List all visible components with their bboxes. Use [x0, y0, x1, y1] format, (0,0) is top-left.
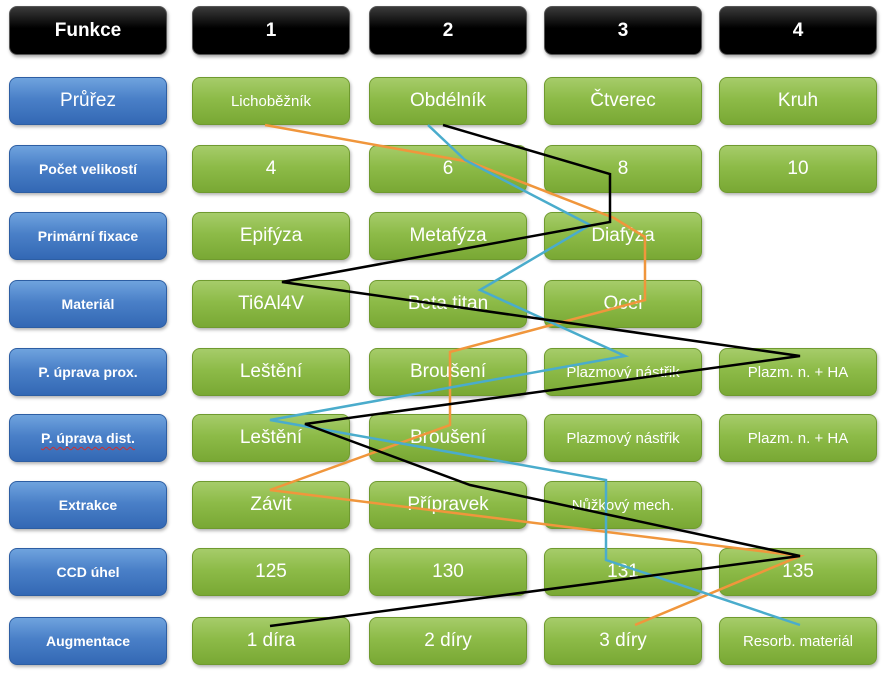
- option-text: Ti6Al4V: [238, 293, 304, 314]
- row-label-text: P. úprava prox.: [38, 364, 138, 380]
- option-text: Epifýza: [239, 225, 303, 246]
- option-text: Přípravek: [407, 494, 489, 515]
- row-label-extraction: Extrakce: [9, 481, 167, 529]
- option-text: Obdélník: [409, 90, 487, 111]
- option-text: 131: [607, 561, 639, 582]
- row-label-ccd-angle: CCD úhel: [9, 548, 167, 596]
- row-label-material: Materiál: [9, 280, 167, 328]
- row-label-text: Extrakce: [58, 497, 118, 513]
- header-column-1: 1: [192, 6, 350, 55]
- option-cell: Resorb. materiál: [719, 617, 877, 665]
- option-text: 4: [265, 158, 277, 179]
- option-cell: 125: [192, 548, 350, 596]
- option-cell: Přípravek: [369, 481, 527, 529]
- row-label-text: Augmentace: [45, 633, 131, 649]
- option-cell: 1 díra: [192, 617, 350, 665]
- option-text: Leštění: [239, 361, 303, 382]
- option-cell: 3 díry: [544, 617, 702, 665]
- option-text: 6: [442, 158, 454, 179]
- option-text: Leštění: [239, 427, 303, 448]
- option-text: Resorb. materiál: [742, 632, 854, 650]
- option-text: 8: [617, 158, 629, 179]
- option-cell: 2 díry: [369, 617, 527, 665]
- header-column-label: 2: [442, 19, 454, 41]
- option-cell: Epifýza: [192, 212, 350, 260]
- option-text: Broušení: [409, 427, 487, 448]
- option-cell: Diafýza: [544, 212, 702, 260]
- option-text: Plazmový nástřik: [566, 363, 680, 381]
- option-text: 3 díry: [599, 630, 647, 651]
- option-text: Kruh: [777, 90, 819, 111]
- option-cell: Plazm. n. + HA: [719, 414, 877, 462]
- header-function: Funkce: [9, 6, 167, 55]
- option-text: Ocel: [603, 293, 643, 314]
- header-function-label: Funkce: [54, 19, 122, 41]
- option-cell: Plazm. n. + HA: [719, 348, 877, 396]
- option-text: 135: [782, 561, 814, 582]
- option-text: Nůžkový mech.: [571, 496, 675, 514]
- row-label-primary-fixation: Primární fixace: [9, 212, 167, 260]
- option-cell: Leštění: [192, 414, 350, 462]
- option-cell: 135: [719, 548, 877, 596]
- option-cell: Obdélník: [369, 77, 527, 125]
- option-cell: 6: [369, 145, 527, 193]
- option-cell: 4: [192, 145, 350, 193]
- header-column-label: 4: [792, 19, 804, 41]
- option-cell: Plazmový nástřik: [544, 414, 702, 462]
- header-column-2: 2: [369, 6, 527, 55]
- option-text: Diafýza: [591, 225, 655, 246]
- header-column-label: 1: [265, 19, 277, 41]
- option-cell: 130: [369, 548, 527, 596]
- row-label-augmentation: Augmentace: [9, 617, 167, 665]
- option-cell: Ocel: [544, 280, 702, 328]
- option-cell: Beta titan: [369, 280, 527, 328]
- header-column-label: 3: [617, 19, 629, 41]
- option-text: 2 díry: [424, 630, 472, 651]
- option-cell: Metafýza: [369, 212, 527, 260]
- option-text: Beta titan: [407, 293, 489, 314]
- option-text: 125: [255, 561, 287, 582]
- row-label-surface-proximal: P. úprava prox.: [9, 348, 167, 396]
- option-text: Metafýza: [409, 225, 487, 246]
- row-label-cross-section: Průřez: [9, 77, 167, 125]
- option-cell: Leštění: [192, 348, 350, 396]
- option-cell: Kruh: [719, 77, 877, 125]
- row-label-text: CCD úhel: [56, 564, 120, 580]
- option-cell: Broušení: [369, 348, 527, 396]
- option-text: 130: [432, 561, 464, 582]
- option-cell: Lichoběžník: [192, 77, 350, 125]
- option-text: Plazmový nástřik: [566, 429, 680, 447]
- option-text: Závit: [250, 494, 292, 515]
- header-column-4: 4: [719, 6, 877, 55]
- header-column-3: 3: [544, 6, 702, 55]
- option-text: 1 díra: [246, 630, 296, 651]
- row-label-size-count: Počet velikostí: [9, 145, 167, 193]
- row-label-text: Počet velikostí: [38, 161, 138, 177]
- row-label-text: P. úprava dist.: [41, 430, 135, 446]
- row-label-surface-distal: P. úprava dist.: [9, 414, 167, 462]
- option-text: Lichoběžník: [230, 92, 312, 110]
- option-cell: 8: [544, 145, 702, 193]
- option-cell: Čtverec: [544, 77, 702, 125]
- row-label-text: Průřez: [60, 90, 116, 111]
- option-cell: 10: [719, 145, 877, 193]
- option-cell: 131: [544, 548, 702, 596]
- option-text: Plazm. n. + HA: [747, 363, 849, 381]
- option-text: 10: [787, 158, 809, 179]
- option-cell: Broušení: [369, 414, 527, 462]
- option-text: Plazm. n. + HA: [747, 429, 849, 447]
- option-cell: Závit: [192, 481, 350, 529]
- row-label-text: Materiál: [61, 296, 115, 312]
- option-text: Čtverec: [590, 90, 656, 111]
- option-cell: Ti6Al4V: [192, 280, 350, 328]
- row-label-text: Primární fixace: [37, 228, 139, 244]
- option-text: Broušení: [409, 361, 487, 382]
- option-cell: Plazmový nástřik: [544, 348, 702, 396]
- option-cell: Nůžkový mech.: [544, 481, 702, 529]
